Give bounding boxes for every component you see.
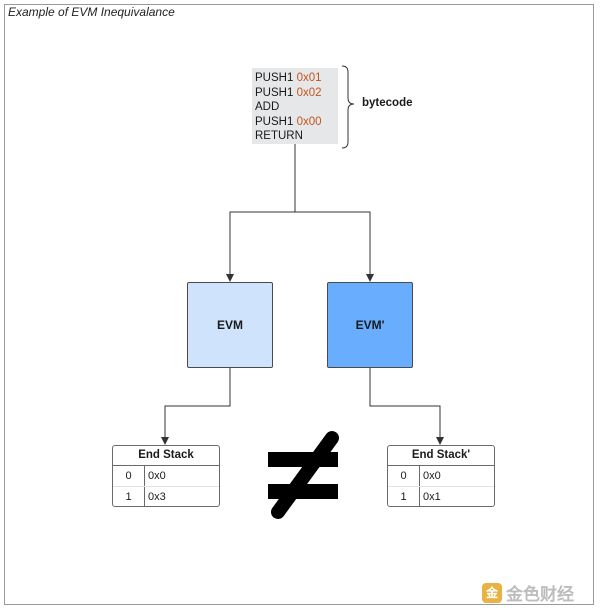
diagram-title: Example of EVM Inequivalance [8,5,175,19]
bytecode-line: PUSH1 0x02 [255,86,338,101]
bytecode-label: bytecode [362,97,413,109]
end-stack-title: End Stack [113,446,219,466]
connector-to-evm-prime [295,211,374,282]
opcode: ADD [255,101,280,114]
opcode: RETURN [255,130,303,143]
stack-value: 0x0 [423,470,441,482]
stack-value: 0x1 [423,491,441,503]
not-equal-icon [268,431,339,519]
table-row: 0 0x0 [388,466,494,486]
connector-evm-to-stack [161,368,231,445]
bytecode-brace [341,65,355,149]
stack-index: 1 [388,487,420,507]
table-row: 1 0x1 [388,486,494,507]
table-row: 1 0x3 [113,486,219,507]
evm-prime-label: EVM' [355,318,385,332]
opcode: PUSH1 [255,72,294,84]
opcode-arg: 0x01 [296,72,322,84]
evm-box: EVM [187,282,273,368]
end-stack-prime-title: End Stack' [388,446,494,466]
evm-prime-box: EVM' [327,282,413,368]
stack-index: 1 [113,487,145,507]
end-stack-table: End Stack 0 0x0 1 0x3 [112,445,220,507]
watermark: 金 金色财经 [482,580,574,605]
stack-index: 0 [388,466,420,486]
watermark-logo-icon: 金 [482,582,502,603]
stack-index: 0 [113,466,145,486]
connector-to-evm [226,211,295,282]
bytecode-line: ADD [255,100,338,115]
bytecode-line: RETURN [255,129,338,144]
bytecode-line: PUSH1 0x00 [255,115,338,130]
stack-value: 0x0 [148,470,166,482]
connector-evm-prime-to-stack [369,368,444,445]
evm-label: EVM [216,318,243,332]
end-stack-prime-table: End Stack' 0 0x0 1 0x1 [387,445,495,507]
watermark-text: 金色财经 [506,585,574,604]
opcode-arg: 0x02 [296,86,322,99]
bytecode-line: PUSH1 0x01 [255,71,338,86]
stack-value: 0x3 [148,491,166,503]
table-row: 0 0x0 [113,466,219,486]
opcode: PUSH1 [255,115,294,128]
opcode-arg: 0x00 [296,115,322,128]
diagram-frame [4,4,594,605]
opcode: PUSH1 [255,86,294,99]
